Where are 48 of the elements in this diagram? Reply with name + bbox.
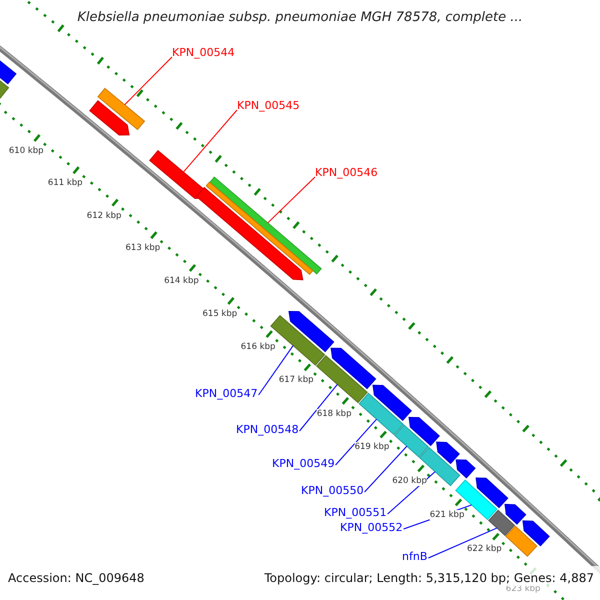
leader-line [124, 56, 172, 106]
gene-label: KPN_00546 [315, 166, 378, 179]
gene-label: KPN_00549 [272, 457, 335, 470]
gene-feature [476, 477, 508, 508]
tick-label: 613 kbp [126, 243, 160, 254]
tick-label: 616 kbp [240, 342, 276, 352]
gene-feature [394, 424, 429, 458]
gene-feature [436, 442, 460, 464]
gene-feature [408, 416, 440, 446]
tick-label: 610 kbp [8, 146, 44, 156]
gene-feature [89, 100, 130, 136]
tick-label: 617 kbp [278, 375, 314, 386]
gene-label: KPN_00550 [301, 484, 364, 497]
gene-feature [149, 150, 206, 199]
gene-feature [488, 510, 516, 536]
gene-feature [316, 355, 368, 404]
gene-label: KPN_00547 [195, 387, 258, 400]
tick-label: 612 kbp [86, 210, 122, 221]
footer-text: Topology: circular; Length: 5,315,120 bp; Genes: 4,887 [264, 571, 594, 585]
tick-label: 615 kbp [202, 308, 238, 319]
leader-line [335, 418, 378, 466]
tick-label: 614 kbp [164, 276, 199, 286]
title: Klebsiella pneumoniae subsp. pneumoniae MGH 78578, complete ... [76, 10, 524, 25]
tick-label: 621 kbp [430, 510, 464, 520]
gene-feature [330, 348, 376, 390]
tick-label: 623 kbp [506, 584, 540, 594]
gene-label: KPN_00548 [236, 423, 299, 436]
gene-feature [358, 392, 404, 436]
gene-label: KPN_00545 [237, 99, 300, 112]
gene-feature [288, 311, 334, 352]
gene-label: KPN_00544 [172, 46, 235, 59]
gene-feature [522, 520, 550, 546]
gene-label: KPN_00551 [324, 506, 387, 519]
gene-label: KPN_00552 [340, 521, 403, 534]
tick-label: 619 kbp [354, 442, 390, 452]
tick-label: 611 kbp [48, 178, 83, 188]
leader-line [183, 110, 238, 172]
tick-label: 618 kbp [316, 408, 352, 419]
tick-label: 622 kbp [467, 544, 502, 554]
footer-text: Accession: NC_009648 [8, 571, 144, 585]
leader-line [364, 446, 408, 492]
tick-label: 620 kbp [392, 476, 427, 486]
gene-feature [372, 384, 412, 421]
leader-line [428, 528, 498, 558]
gene-feature [505, 525, 538, 557]
gene-label: nfnB [402, 550, 428, 563]
gene-feature [97, 88, 146, 130]
leader-line [299, 384, 338, 432]
